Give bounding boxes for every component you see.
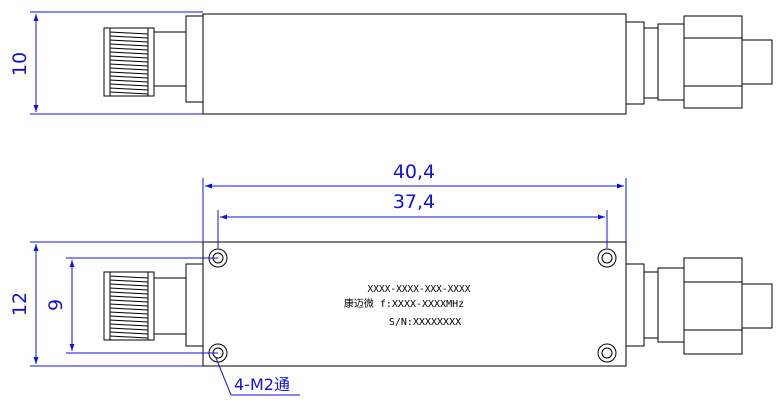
bottom-left-thread	[103, 271, 155, 341]
dim-top-height	[30, 11, 203, 115]
top-right-flange	[625, 21, 645, 105]
label-model: XXXX-XXXX-XXX-XXXX	[368, 284, 471, 295]
bottom-right-flange	[625, 263, 645, 347]
mount-hole-tr	[597, 248, 617, 268]
dim-label-top-height: 10	[9, 52, 31, 76]
label-serial: S/N:XXXXXXXX	[389, 317, 461, 328]
label-brand-freq: 康迈微 f:XXXX-XXXXMHz	[344, 297, 464, 310]
hole-callout-leader	[215, 357, 300, 396]
mount-hole-br	[597, 343, 617, 363]
dim-label-hole-row-spacing: 9	[45, 299, 67, 311]
dim-hole-spacing	[217, 210, 608, 248]
bottom-view	[153, 241, 773, 367]
top-right-pin	[741, 39, 773, 85]
bottom-right-collar	[643, 271, 659, 339]
top-right-collar	[643, 27, 659, 99]
top-right-neck	[657, 23, 685, 101]
bottom-right-hex-nut	[683, 257, 743, 355]
top-view	[103, 13, 773, 115]
top-left-connector-body	[153, 31, 187, 87]
top-left-flange	[185, 15, 204, 103]
bottom-right-pin	[741, 283, 773, 329]
dim-total-length	[202, 178, 627, 242]
dim-bottom-height	[30, 241, 203, 367]
top-left-thread	[103, 27, 155, 97]
bottom-right-neck	[657, 267, 685, 343]
dim-label-total-length: 40,4	[393, 161, 435, 183]
dim-label-hole-spacing: 37,4	[393, 191, 435, 213]
hole-callout-label: 4-M2通	[234, 375, 290, 394]
dim-label-bottom-height: 12	[9, 292, 31, 316]
top-right-hex-nut	[683, 15, 743, 109]
top-body	[202, 13, 627, 115]
bottom-left-flange	[185, 263, 204, 347]
bottom-left-connector-body	[153, 277, 187, 335]
dim-hole-row-spacing	[66, 257, 218, 354]
